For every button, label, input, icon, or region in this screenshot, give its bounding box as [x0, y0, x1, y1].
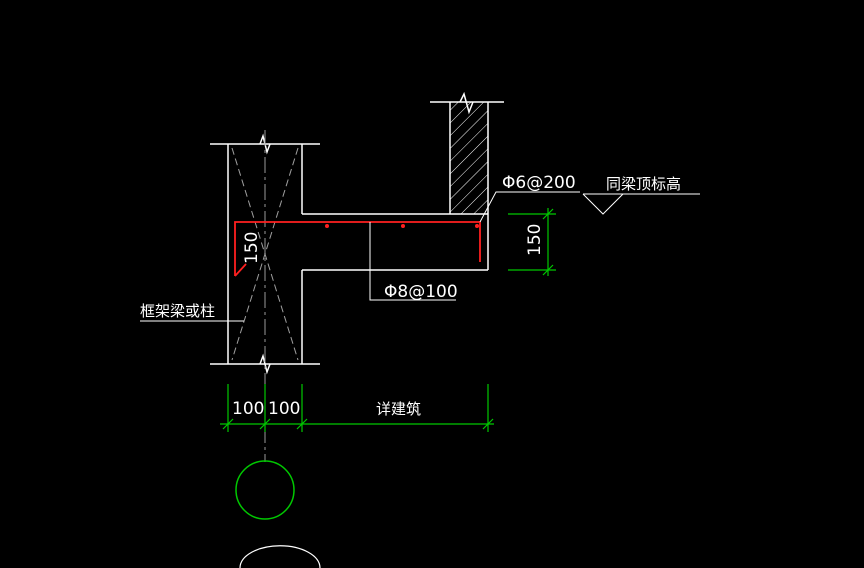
- break-marks: [259, 91, 474, 375]
- grid-axis-bubble: [235, 460, 295, 520]
- rebar: [234, 221, 481, 277]
- partial-circle: [239, 545, 321, 568]
- leader-lines: [140, 191, 580, 322]
- slab-thickness-label: 150: [242, 232, 262, 264]
- bottom-rebar-label: Φ8@100: [384, 282, 458, 302]
- dim-mid-label: 100: [268, 399, 300, 419]
- dim-left-label: 100: [232, 399, 264, 419]
- side-height-label: 150: [525, 224, 545, 256]
- dimension-lines: [220, 208, 556, 432]
- elevation-symbol: [582, 193, 700, 215]
- dim-right-label: 详建筑: [376, 400, 421, 418]
- wall-hatched: [430, 101, 504, 214]
- column-note: 框架梁或柱: [140, 302, 215, 320]
- top-rebar-label: Φ6@200: [502, 173, 576, 193]
- elevation-note: 同梁顶标高: [606, 175, 681, 193]
